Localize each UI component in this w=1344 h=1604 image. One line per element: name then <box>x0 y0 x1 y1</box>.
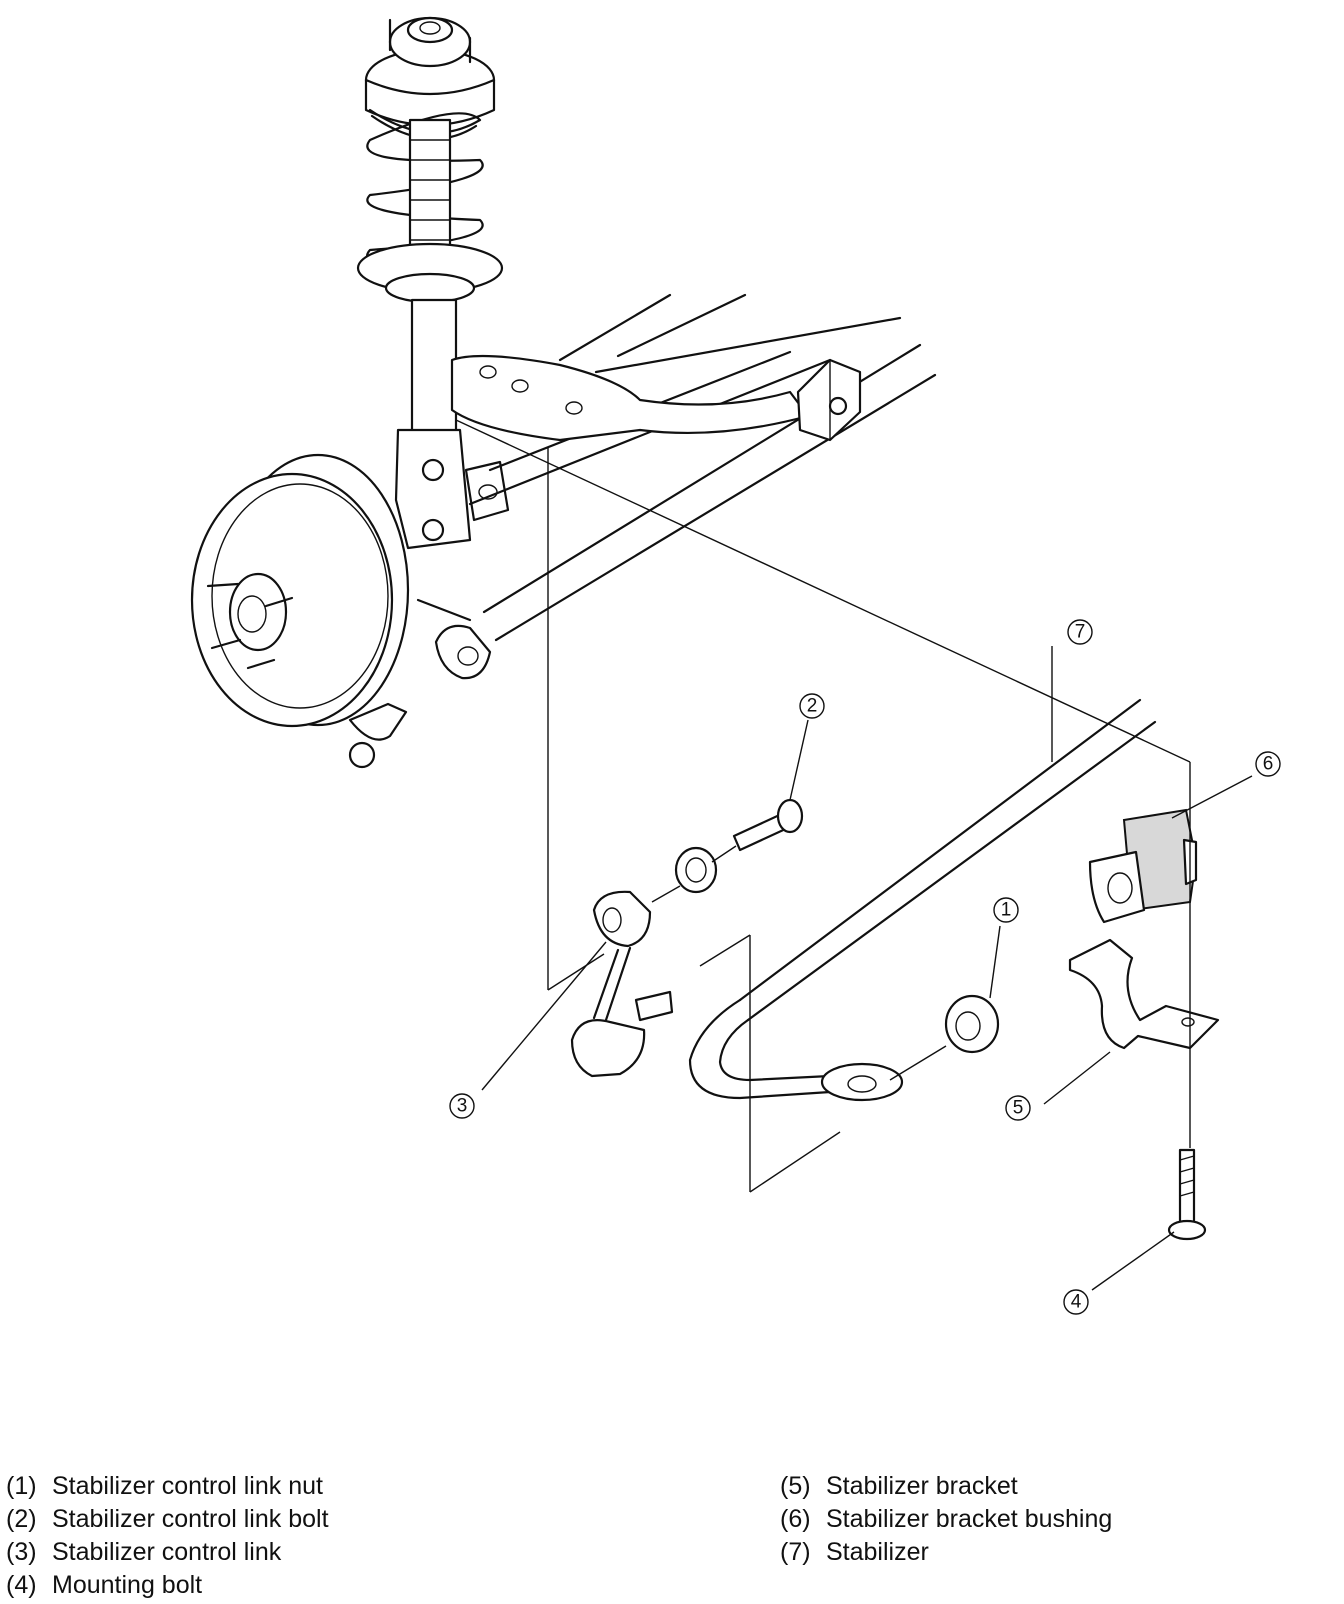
legend-item-text: Stabilizer control link bolt <box>52 1505 329 1533</box>
stabilizer-bracket <box>1068 938 1220 1050</box>
mounting-bolt <box>1167 1148 1207 1241</box>
exploded-diagram: 1 2 3 4 5 6 7 <box>190 16 1281 1315</box>
legend-item-7: (7) Stabilizer <box>780 1536 1112 1569</box>
svg-text:5: 5 <box>1013 1098 1024 1119</box>
legend-item-number: (3) <box>6 1538 37 1566</box>
callout-number-3: 3 <box>449 1093 475 1119</box>
legend-item-text: Stabilizer bracket bushing <box>826 1505 1113 1533</box>
legend-item-number: (1) <box>6 1472 37 1500</box>
legend-item-5: (5) Stabilizer bracket <box>780 1470 1112 1503</box>
svg-text:6: 6 <box>1263 754 1274 775</box>
legend-left-column: (1) Stabilizer control link nut (2) Stab… <box>6 1470 329 1602</box>
callout-number-1: 1 <box>993 897 1019 923</box>
control-link-nut <box>944 994 1000 1054</box>
legend-item-text: Stabilizer control link nut <box>52 1472 323 1500</box>
svg-text:7: 7 <box>1075 622 1086 643</box>
legend-item-number: (5) <box>780 1472 811 1500</box>
callout-number-7: 7 <box>1067 619 1093 645</box>
alignment-lines <box>455 419 1191 1193</box>
callout-number-6: 6 <box>1255 751 1281 777</box>
legend-item-number: (7) <box>780 1538 811 1566</box>
callout-number-2: 2 <box>799 693 825 719</box>
bracket-bushing <box>1088 808 1198 924</box>
legend-item-2: (2) Stabilizer control link bolt <box>6 1503 329 1536</box>
brake-drum-hub <box>190 453 410 769</box>
legend-item-number: (2) <box>6 1505 37 1533</box>
control-link <box>570 890 674 1078</box>
legend-item-text: Stabilizer bracket <box>826 1472 1018 1500</box>
callout-number-5: 5 <box>1005 1095 1031 1121</box>
legend-item-number: (6) <box>780 1505 811 1533</box>
legend-item-number: (4) <box>6 1571 37 1599</box>
strut-assembly <box>356 16 510 550</box>
legend-item-text: Stabilizer control link <box>52 1538 282 1566</box>
legend-item-6: (6) Stabilizer bracket bushing <box>780 1503 1112 1536</box>
control-link-bolt <box>674 798 804 894</box>
legend-item-text: Mounting bolt <box>52 1571 203 1599</box>
legend-right-column: (5) Stabilizer bracket (6) Stabilizer br… <box>780 1470 1112 1569</box>
callout-leaders <box>481 646 1253 1291</box>
legend-item-1: (1) Stabilizer control link nut <box>6 1470 329 1503</box>
legend-item-3: (3) Stabilizer control link <box>6 1536 329 1569</box>
rear-axle-beam <box>416 293 937 680</box>
callout-number-4: 4 <box>1063 1289 1089 1315</box>
svg-text:3: 3 <box>457 1096 468 1117</box>
legend-item-4: (4) Mounting bolt <box>6 1569 329 1602</box>
svg-text:1: 1 <box>1001 900 1012 921</box>
svg-text:4: 4 <box>1071 1292 1082 1313</box>
legend-item-text: Stabilizer <box>826 1538 929 1566</box>
svg-text:2: 2 <box>807 696 818 717</box>
stabilizer-bar <box>688 698 1157 1102</box>
